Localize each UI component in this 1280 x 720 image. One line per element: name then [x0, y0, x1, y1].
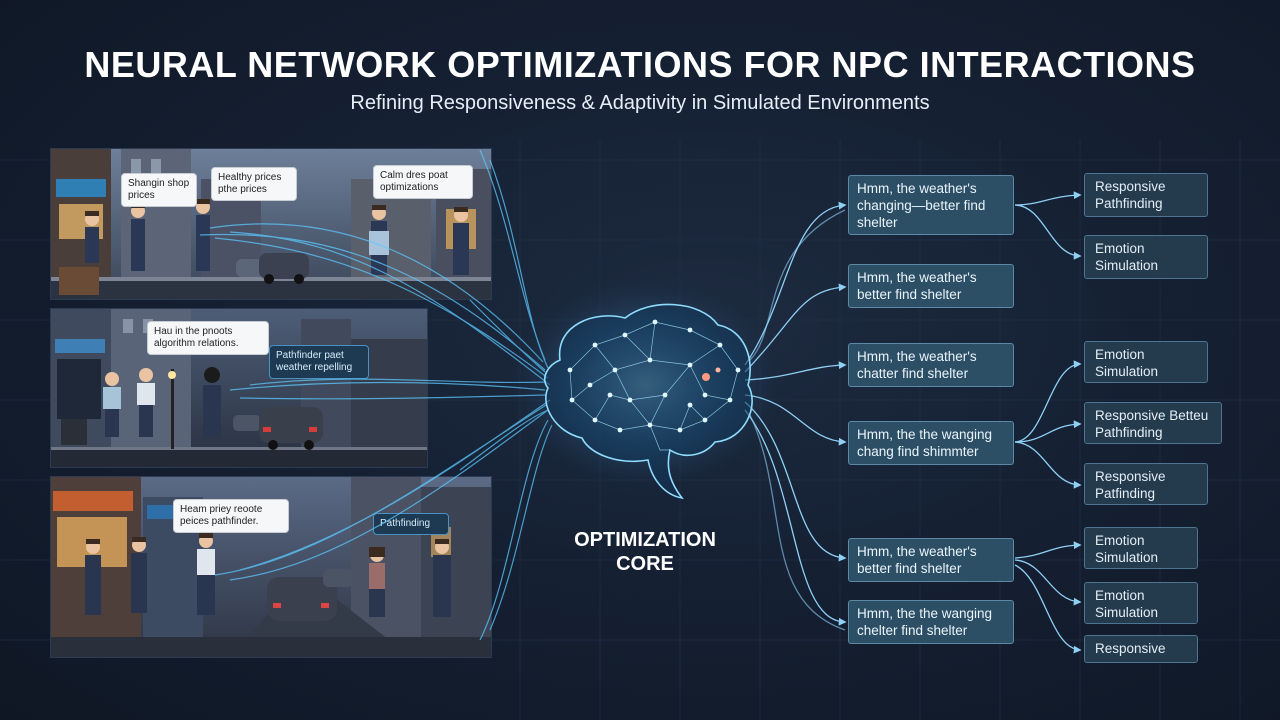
npc-speech-bubble: Heam priey reoote peices pathfinder. — [173, 499, 289, 533]
outcome-node[interactable]: Emotion Simulation — [1084, 235, 1208, 279]
npc-speech-bubble: Healthy prices pthe prices — [211, 167, 297, 201]
npc-speech-bubble: Hau in the pnoots algorithm relations. — [147, 321, 269, 355]
outcome-node[interactable]: Responsive Betteu Pathfinding — [1084, 402, 1222, 444]
optimization-core-label: OPTIMIZATION CORE — [574, 529, 716, 575]
page-subtitle: Refining Responsiveness & Adaptivity in … — [350, 92, 930, 114]
npc-response-node[interactable]: Hmm, the weather's better find shelter — [848, 538, 1014, 582]
outcome-node[interactable]: Emotion Simulation — [1084, 527, 1198, 569]
outcome-node[interactable]: Responsive Patfinding — [1084, 463, 1208, 505]
npc-response-node[interactable]: Hmm, the weather's better find shelter — [848, 264, 1014, 308]
npc-speech-bubble: Pathfinding — [373, 513, 449, 535]
outcome-node[interactable]: Responsive Pathfinding — [1084, 173, 1208, 217]
npc-response-node[interactable]: Hmm, the weather's changing—better find … — [848, 175, 1014, 235]
npc-response-node[interactable]: Hmm, the weather's chatter find shelter — [848, 343, 1014, 387]
outcome-node[interactable]: Emotion Simulation — [1084, 341, 1208, 383]
npc-scene-2: Hau in the pnoots algorithm relations. P… — [50, 308, 428, 468]
npc-speech-bubble: Shangin shop prices — [121, 173, 197, 207]
outcome-node[interactable]: Responsive — [1084, 635, 1198, 663]
npc-response-node[interactable]: Hmm, the the wanging chelter find shelte… — [848, 600, 1014, 644]
npc-scene-3: Heam priey reoote peices pathfinder. Pat… — [50, 476, 492, 658]
npc-response-node[interactable]: Hmm, the the wanging chang find shimmter — [848, 421, 1014, 465]
npc-scene-1: Shangin shop prices Healthy prices pthe … — [50, 148, 492, 300]
npc-speech-bubble: Calm dres poat optimizations — [373, 165, 473, 199]
npc-speech-bubble: Pathfinder paet weather repelling — [269, 345, 369, 379]
page-title: NEURAL NETWORK OPTIMIZATIONS FOR NPC INT… — [84, 44, 1196, 85]
outcome-node[interactable]: Emotion Simulation — [1084, 582, 1198, 624]
